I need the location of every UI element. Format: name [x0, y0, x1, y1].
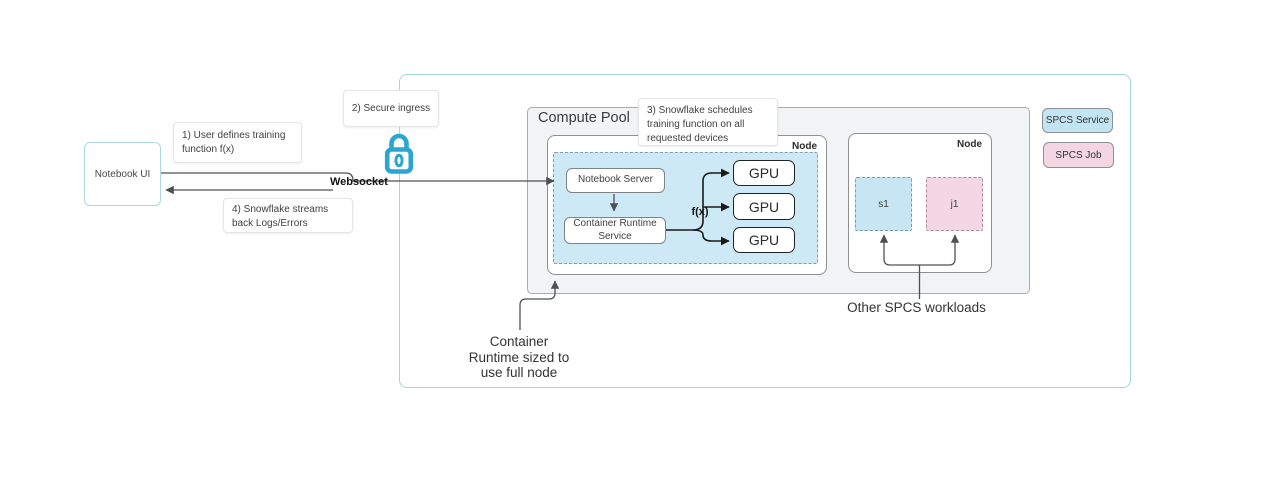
service-s1-box: s1	[855, 177, 912, 231]
notebook-server-box: Notebook Server	[566, 168, 665, 193]
note-step1: 1) User defines training function f(x)	[173, 122, 302, 163]
job-j1-box: j1	[926, 177, 983, 231]
note-step2: 2) Secure ingress	[343, 90, 439, 127]
notebook-ui-box: Notebook UI	[84, 142, 161, 206]
gpu2-box: GPU	[733, 193, 795, 220]
node2-label: Node	[957, 139, 982, 150]
lock-icon	[381, 130, 417, 176]
container-runtime-service-label: Container Runtime Service	[573, 218, 657, 242]
runtime-sized-note: Container Runtime sized to use full node	[468, 334, 570, 381]
other-spcs-workloads-label: Other SPCS workloads	[847, 300, 986, 315]
legend-spcs-job: SPCS Job	[1043, 142, 1114, 168]
note-step4: 4) Snowflake streams back Logs/Errors	[223, 198, 353, 233]
websocket-label: Websocket	[330, 176, 388, 188]
legend-spcs-service: SPCS Service	[1042, 108, 1113, 133]
gpu1-box: GPU	[733, 160, 795, 186]
compute-pool-title: Compute Pool	[538, 110, 630, 126]
notebook-server-label: Notebook Server	[577, 174, 654, 186]
gpu3-box: GPU	[733, 227, 795, 253]
node1-label: Node	[792, 141, 817, 152]
note-step3: 3) Snowflake schedules training function…	[638, 98, 778, 146]
container-runtime-service-box: Container Runtime Service	[564, 217, 666, 244]
fx-label: f(x)	[691, 206, 709, 218]
